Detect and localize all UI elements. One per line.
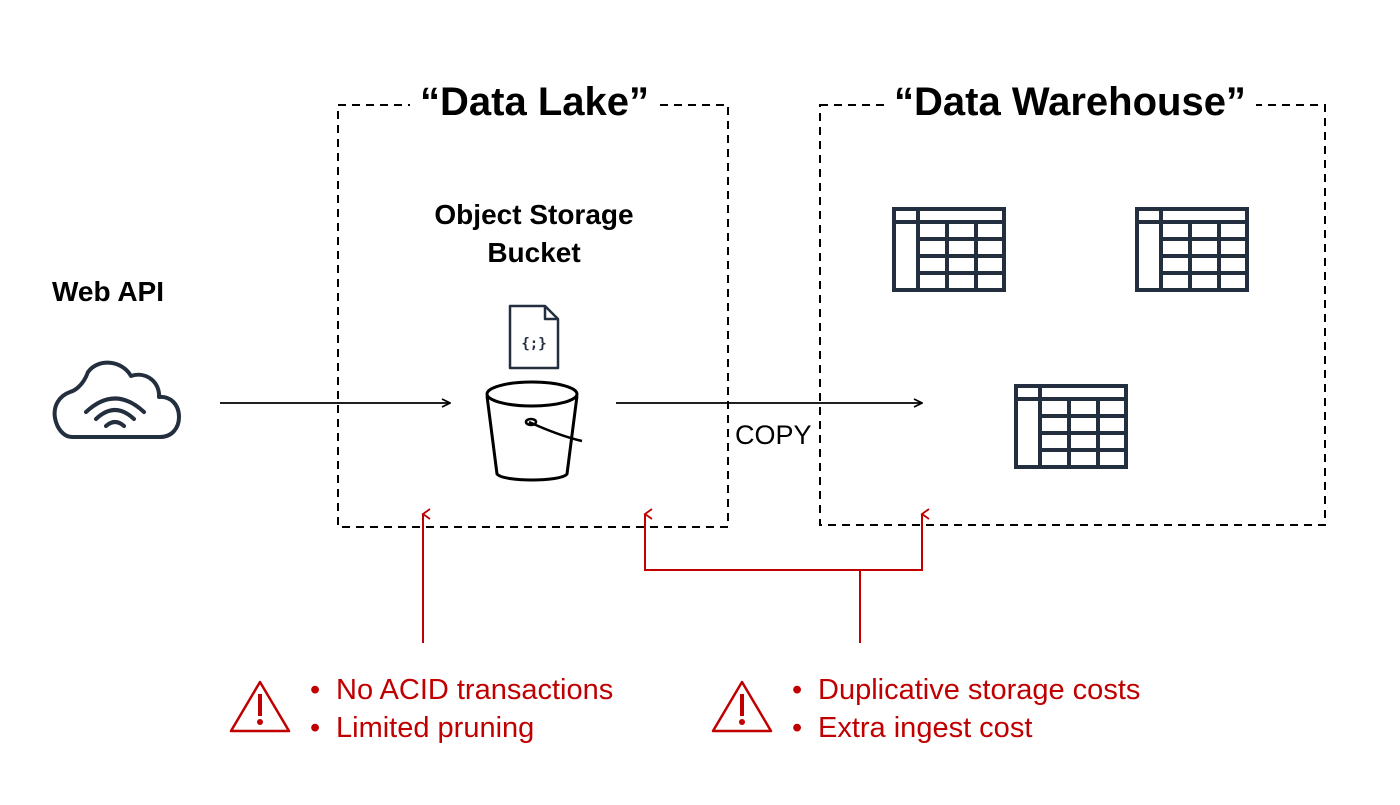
warning-icon	[229, 680, 291, 733]
copy-label: COPY	[735, 420, 812, 450]
list-item: No ACID transactions	[310, 671, 613, 709]
cloud-wifi-icon	[52, 360, 181, 439]
data-warehouse-title: “Data Warehouse”	[884, 80, 1256, 125]
json-file-glyph: {;}	[521, 336, 546, 352]
web-api-label: Web API	[52, 276, 165, 307]
object-storage-label-line1: Object Storage	[434, 199, 634, 230]
list-item: Duplicative storage costs	[792, 671, 1140, 709]
list-item: Extra ingest cost	[792, 709, 1140, 747]
lake-warning-list: No ACID transactions Limited pruning	[310, 671, 613, 747]
table-icon	[1135, 207, 1249, 292]
object-storage-label-line2: Bucket	[487, 237, 581, 268]
table-icon	[892, 207, 1006, 292]
bucket-icon	[485, 380, 583, 482]
json-file-icon: {;}	[508, 304, 560, 370]
warning-icon	[711, 680, 773, 733]
object-storage-label: Object Storage Bucket	[405, 196, 663, 272]
table-icon	[1014, 384, 1128, 469]
data-warehouse-zone	[819, 104, 1326, 526]
warehouse-warning-bracket	[643, 508, 930, 571]
data-lake-title: “Data Lake”	[410, 80, 659, 125]
list-item: Limited pruning	[310, 709, 613, 747]
warehouse-warning-list: Duplicative storage costs Extra ingest c…	[792, 671, 1140, 747]
